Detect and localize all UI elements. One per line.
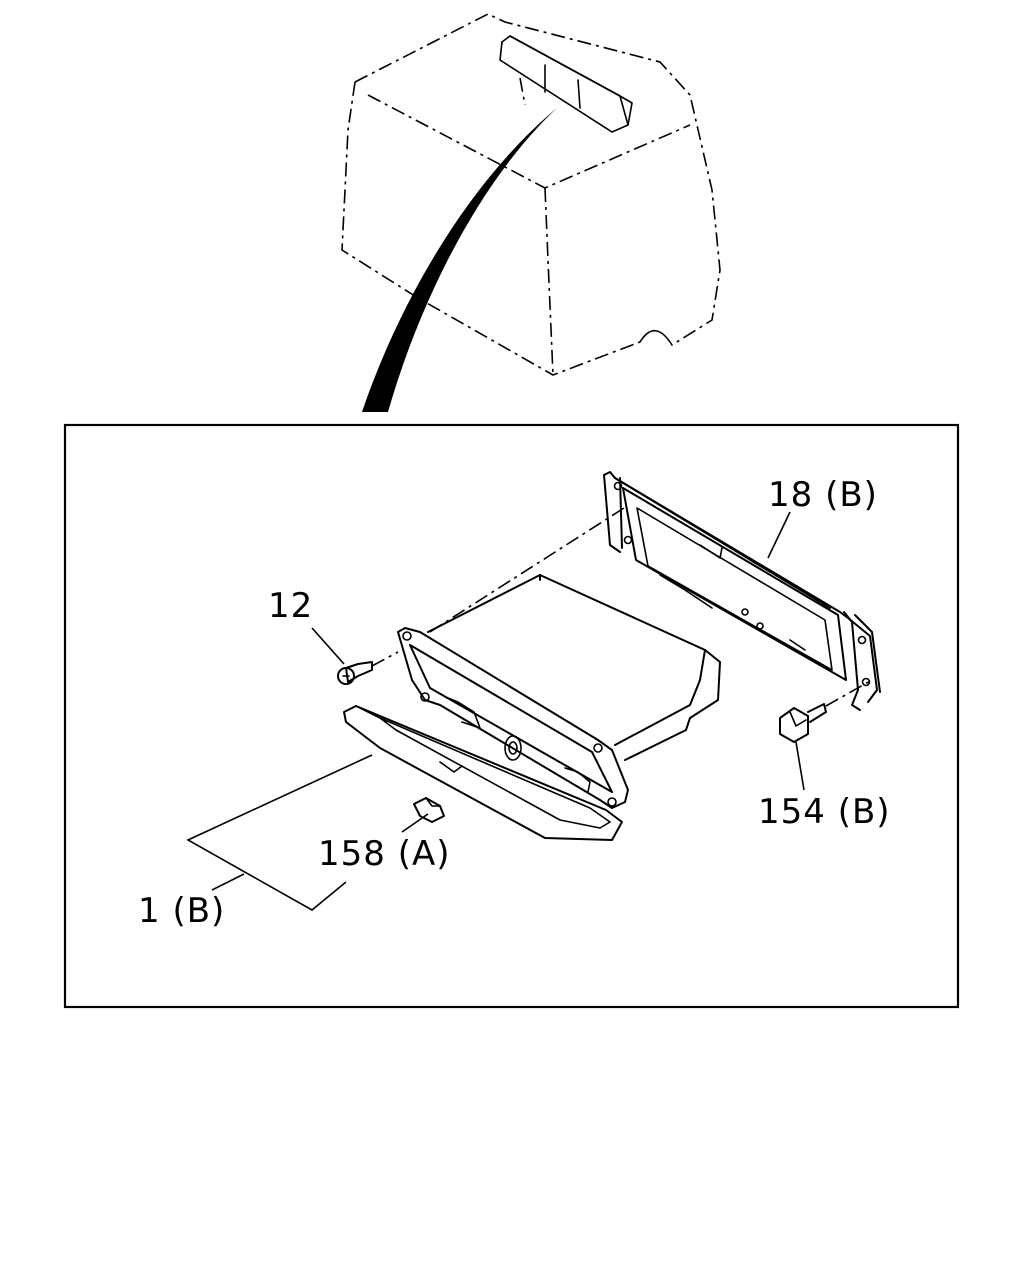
bolt-part bbox=[779, 679, 873, 791]
callout-screw: 12 bbox=[268, 586, 313, 626]
screw-part bbox=[311, 627, 399, 685]
roof-console bbox=[499, 35, 633, 133]
clip-part bbox=[401, 797, 445, 833]
callout-bolt: 154 (B) bbox=[758, 792, 891, 832]
box-assembly-leader bbox=[186, 754, 373, 911]
storage-box bbox=[343, 507, 721, 841]
bracket-part bbox=[603, 471, 881, 711]
detail-frame bbox=[63, 423, 960, 1009]
callout-bracket: 18 (B) bbox=[768, 475, 878, 515]
callout-clip: 158 (A) bbox=[318, 834, 451, 874]
callout-box: 1 (B) bbox=[138, 891, 225, 931]
cab-overview bbox=[341, 13, 721, 412]
detail-pointer bbox=[362, 108, 557, 412]
bracket-leader bbox=[767, 511, 791, 559]
